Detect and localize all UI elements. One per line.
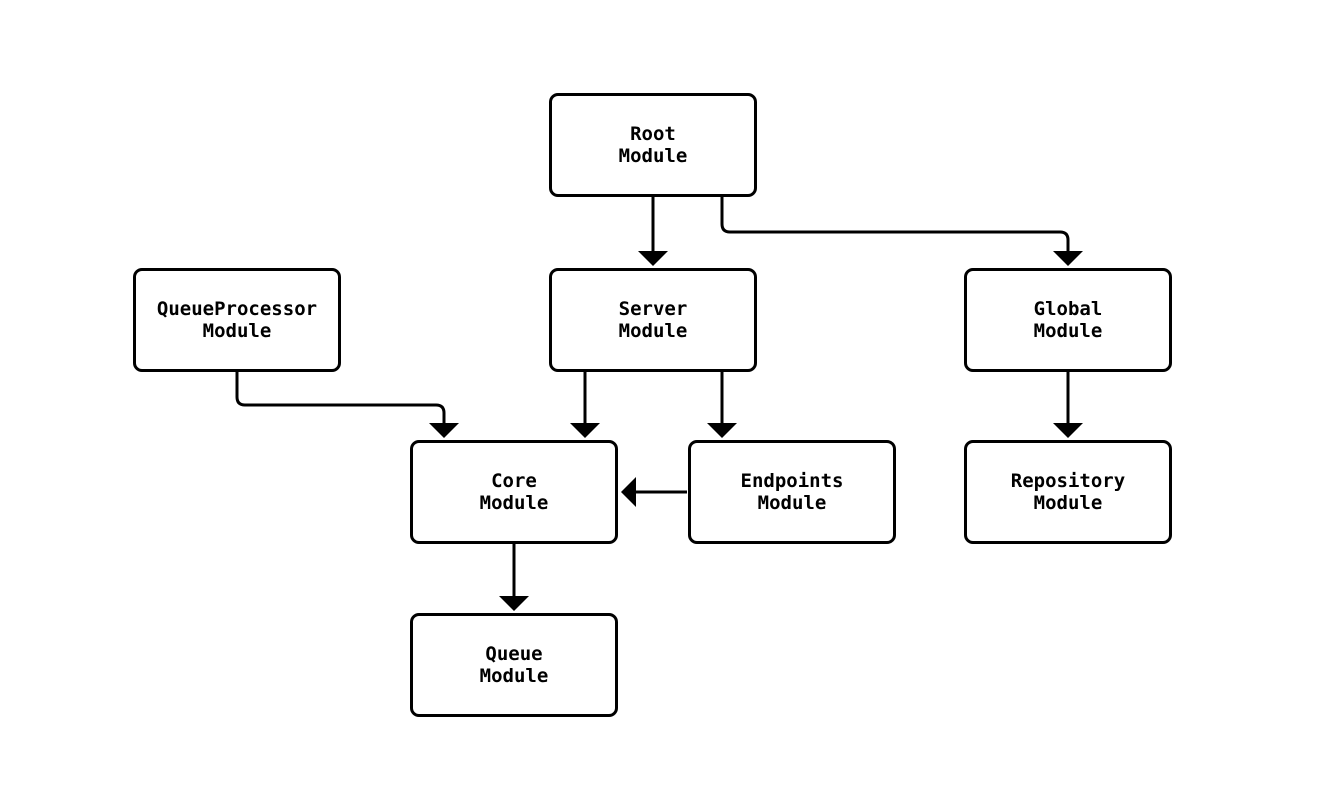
node-server-module-label: Server Module	[618, 298, 688, 342]
node-queueprocessor-module-label: QueueProcessor Module	[156, 298, 318, 342]
node-queue-module-label: Queue Module	[479, 643, 549, 687]
node-repository-module-label: Repository Module	[1010, 470, 1126, 514]
node-global-module-label: Global Module	[1033, 298, 1103, 342]
node-core-module-label: Core Module	[479, 470, 549, 514]
node-root-module-label: Root Module	[618, 123, 688, 167]
node-global-module: Global Module	[964, 268, 1172, 372]
node-repository-module: Repository Module	[964, 440, 1172, 544]
node-endpoints-module: Endpoints Module	[688, 440, 896, 544]
node-core-module: Core Module	[410, 440, 618, 544]
edge-queueprocessor-to-core	[235, 372, 459, 438]
edge-root-to-global	[720, 197, 1083, 266]
node-root-module: Root Module	[549, 93, 757, 197]
node-server-module: Server Module	[549, 268, 757, 372]
node-endpoints-module-label: Endpoints Module	[740, 470, 844, 514]
node-queue-module: Queue Module	[410, 613, 618, 717]
node-queueprocessor-module: QueueProcessor Module	[133, 268, 341, 372]
